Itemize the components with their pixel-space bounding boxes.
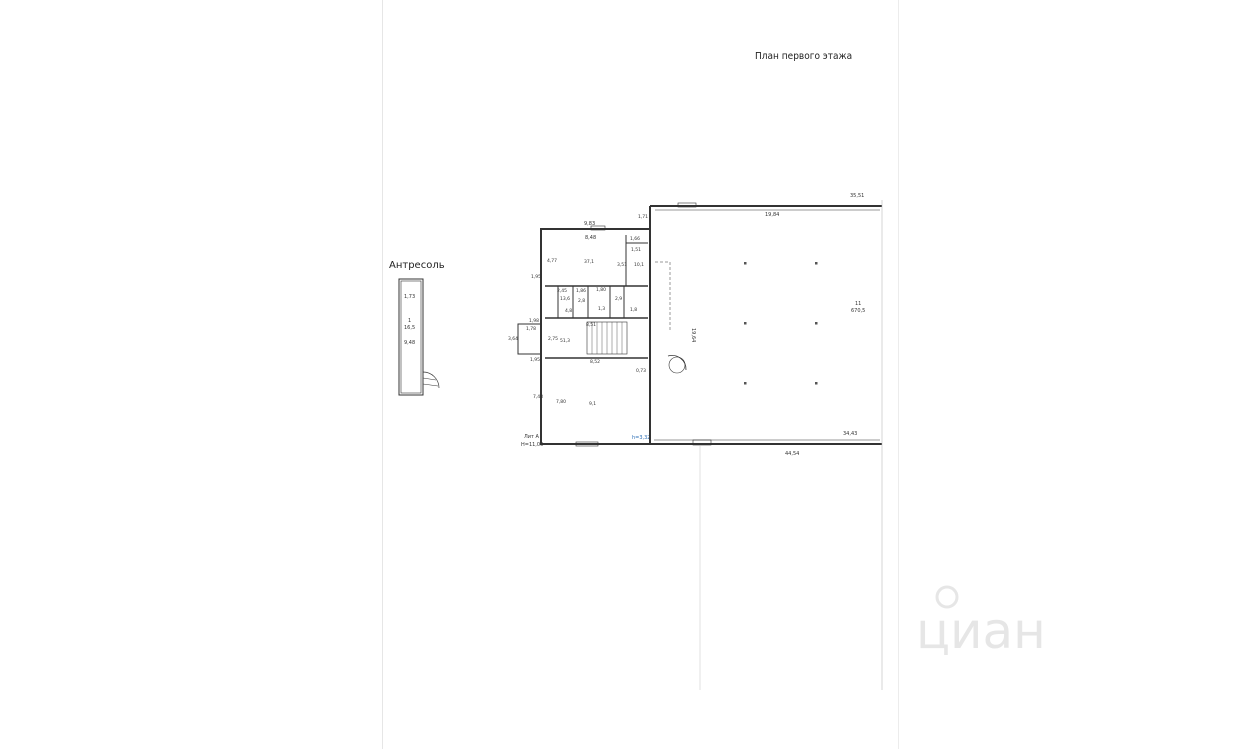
room-area-r10: 9,1 <box>589 401 596 407</box>
dim-d2: 1,86 <box>576 288 586 294</box>
dim-d10: 2,75 <box>548 336 558 342</box>
room-area-r3: 13,6 <box>560 296 570 302</box>
room-area-r4: 4,8 <box>565 308 572 314</box>
dim-d3: 1,80 <box>596 287 606 293</box>
room-area-r5: 2,8 <box>578 298 585 304</box>
mezzanine-dim-top: 1,73 <box>404 294 415 300</box>
dim-wall-gap: 1,71 <box>638 214 648 220</box>
hall-columns <box>744 262 818 385</box>
mezzanine-room-no: 1 <box>408 318 411 324</box>
dim-overall-bottom: 44,54 <box>785 451 799 457</box>
dim-d9: 3,64 <box>508 336 518 342</box>
big-room-no: 11 <box>855 301 861 307</box>
dim-small2-width: 1,51 <box>631 247 641 253</box>
letter-label: Лит А <box>524 434 540 440</box>
room-area-r9: 51,3 <box>560 338 570 344</box>
room-area-r1: 37,1 <box>584 259 594 265</box>
hall-walls <box>649 200 883 690</box>
height-label: Н=11,00 <box>521 442 543 448</box>
dim-d7: 7,80 <box>556 399 566 405</box>
dim-left-side2: 1,95 <box>531 274 541 280</box>
dim-small-width: 1,66 <box>630 236 640 242</box>
room-area-r8: 1,8 <box>630 307 637 313</box>
room-area-r7: 2,9 <box>615 296 622 302</box>
dim-room4-width: 8,48 <box>585 235 596 241</box>
dim-d8: 1,78 <box>526 326 536 332</box>
room-area-r2: 10,1 <box>634 262 644 268</box>
dim-left-side1: 4,77 <box>547 258 557 264</box>
plan-sheet <box>382 0 899 749</box>
dim-hall-top: 35,51 <box>850 193 864 199</box>
dim-d5: 8,52 <box>590 359 600 365</box>
dim-hall-bottom-inner: 34,43 <box>843 431 857 437</box>
mezzanine-room-area: 16,5 <box>404 325 415 331</box>
room-area-r6: 1,3 <box>598 306 605 312</box>
watermark: циан <box>916 585 1046 660</box>
mezzanine-label: Антресоль <box>389 260 445 271</box>
dim-left-side5: 7,48 <box>533 394 543 400</box>
dim-left-side4: 1,95 <box>530 357 540 363</box>
watermark-text: циан <box>916 602 1046 660</box>
mezzanine-outline <box>398 278 440 396</box>
dim-d1: 2,45 <box>557 288 567 294</box>
left-block-walls <box>517 225 651 447</box>
dim-hall-inner-top: 19,84 <box>765 212 779 218</box>
dim-left-side3: 1,98 <box>529 318 539 324</box>
plan-title: План первого этажа <box>755 51 852 62</box>
mezzanine-dim-side: 9,48 <box>404 340 415 346</box>
dim-room4-inner: 3,51 <box>617 262 627 268</box>
dim-d6: 0,73 <box>636 368 646 374</box>
big-room-area: 670,5 <box>851 308 865 314</box>
dim-hall-side: 19,64 <box>690 328 696 342</box>
h-note: h=3,32 <box>632 435 651 441</box>
dim-d4: 8,51 <box>586 322 596 328</box>
dim-top-left-block: 9,83 <box>584 221 595 227</box>
